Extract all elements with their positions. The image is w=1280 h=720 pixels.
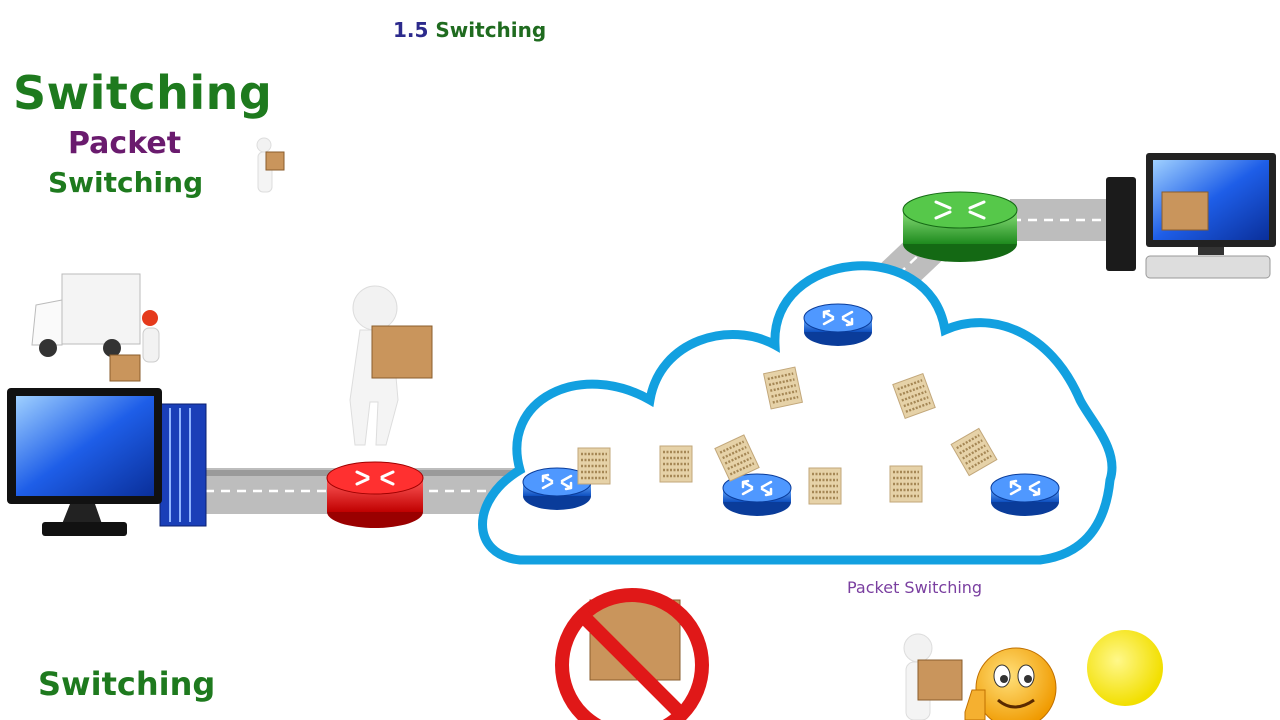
person-carrying-box-icon: [349, 285, 433, 446]
cloud-label: Packet Switching: [847, 578, 983, 597]
router-edge-green: [902, 191, 1018, 262]
packet: [807, 466, 843, 506]
packet: [658, 444, 694, 484]
source-computer-icon: [7, 388, 207, 536]
section-word: Switching: [435, 18, 547, 42]
router-top: [802, 302, 874, 348]
person-with-box-bottom-icon: [903, 633, 963, 720]
smiley-thumbs-up-icon: [964, 647, 1057, 720]
router-edge-red: [326, 461, 424, 528]
cable-right: [1010, 199, 1110, 241]
router-middle: [721, 472, 793, 518]
packet: [888, 464, 924, 504]
packet: [762, 365, 804, 411]
no-sign-icon: [555, 588, 709, 720]
router-right: [989, 472, 1061, 518]
section-heading: 1.5 Switching: [393, 18, 546, 42]
sun-icon: [1087, 630, 1163, 706]
delivery-truck-icon: [31, 273, 160, 382]
bottom-title: Switching: [38, 665, 216, 703]
small-person-carrying-box-icon: [256, 137, 285, 193]
main-title: Switching: [13, 66, 273, 120]
section-number: 1.5: [393, 18, 429, 42]
cloud-shape: [478, 261, 1117, 565]
packet: [576, 446, 612, 486]
subtitle-line2: Switching: [48, 166, 204, 199]
destination-computer-icon: [1106, 153, 1276, 279]
subtitle-line1: Packet: [68, 126, 182, 161]
